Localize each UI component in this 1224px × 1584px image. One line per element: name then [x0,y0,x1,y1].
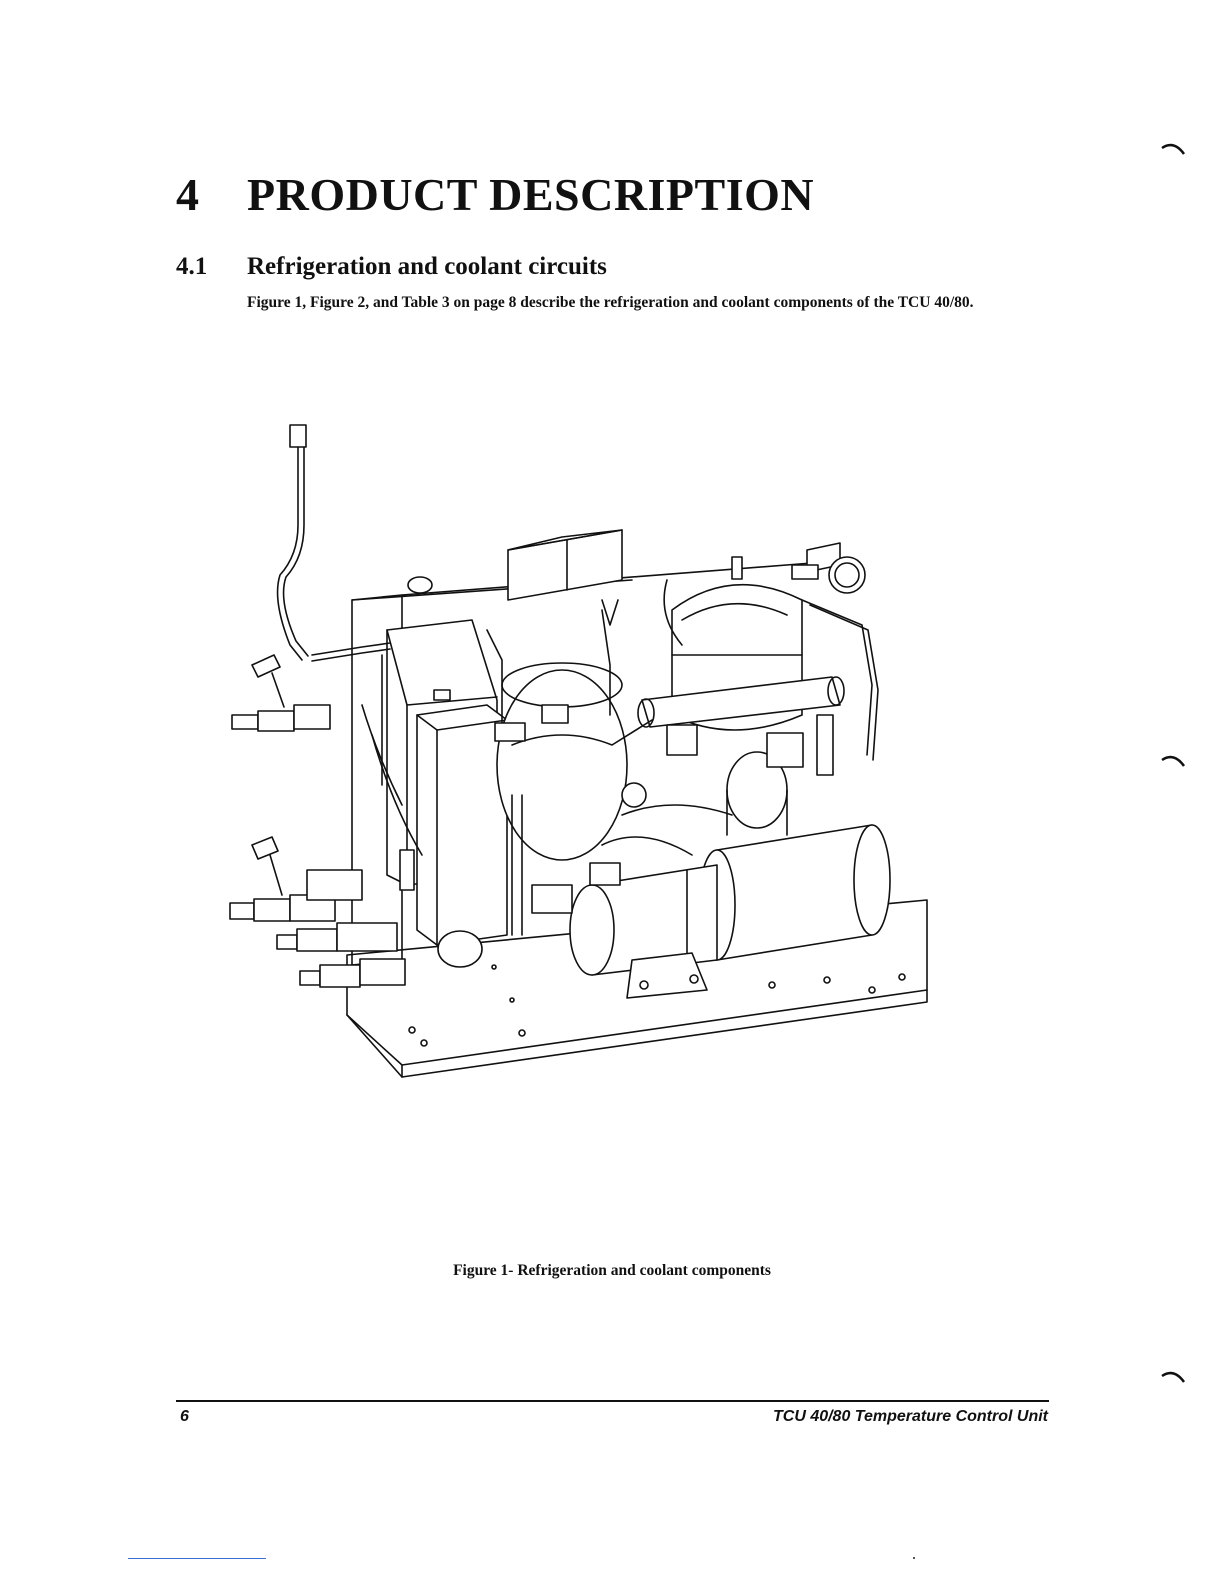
section-title: Refrigeration and coolant circuits [247,253,607,281]
chapter-number: 4 [176,168,199,221]
footer-document-title: TCU 40/80 Temperature Control Unit [773,1408,1048,1426]
intro-paragraph: Figure 1, Figure 2, and Table 3 on page … [247,293,1047,312]
binder-hole-mark [1160,140,1186,160]
heat-exchanger [417,705,507,945]
capillary-tube [278,425,308,660]
binder-hole-mark [1160,1368,1186,1388]
footer-divider [176,1400,1049,1402]
binder-hole-mark [1160,752,1186,772]
scan-artifact-line [128,1558,266,1559]
page-number: 6 [180,1408,189,1426]
refrigeration-unit-illustration [212,415,932,1085]
figure-caption: Figure 1- Refrigeration and coolant comp… [0,1262,1224,1280]
accumulator [438,931,482,967]
section-number: 4.1 [176,253,207,281]
chapter-title: PRODUCT DESCRIPTION [247,168,814,221]
scan-artifact-dot [913,1557,915,1559]
